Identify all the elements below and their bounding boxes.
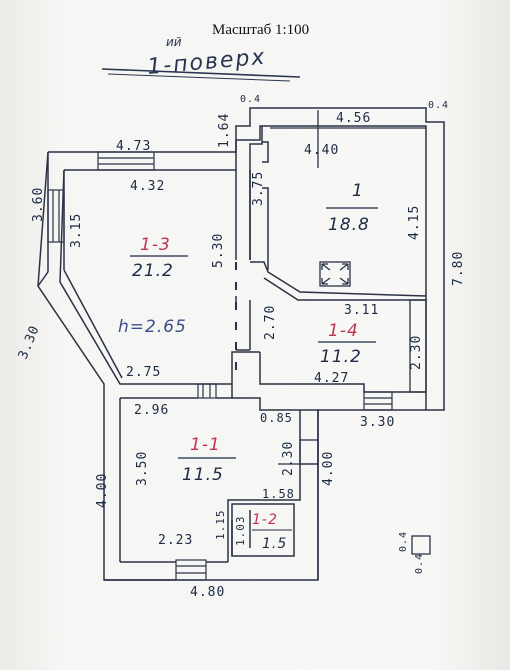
dim-4-00-left: 4.00 (95, 473, 110, 508)
dim-7-80: 7.80 (451, 251, 466, 286)
room-1-2-number: 1-2 (252, 512, 278, 528)
interior-walls (104, 126, 427, 581)
dim-0-4-right: 0.4 (428, 100, 449, 111)
dim-4-00-right: 4.00 (321, 451, 336, 486)
legend-square (411, 535, 431, 555)
dim-1-15: 1.15 (214, 510, 227, 541)
dim-1-03: 1.03 (234, 516, 247, 547)
dim-1-64: 1.64 (217, 113, 232, 148)
wall-details (270, 110, 427, 465)
room-1-1-number: 1-1 (190, 435, 221, 455)
dim-3-30-bottom: 3.30 (360, 415, 395, 430)
dim-4-32: 4.32 (130, 179, 165, 194)
dim-2-70: 2.70 (263, 305, 278, 340)
dim-2-30-right: 2.30 (409, 335, 424, 370)
dim-4-73: 4.73 (116, 139, 151, 154)
dim-2-96: 2.96 (134, 403, 169, 418)
dim-0-85: 0.85 (260, 411, 293, 425)
dim-5-30: 5.30 (211, 233, 226, 268)
dim-1-58: 1.58 (262, 487, 295, 501)
floor-label-underline-2 (107, 73, 291, 82)
legend-dim-b: 0.4 (414, 553, 425, 574)
room-1-area: 18.8 (328, 215, 370, 235)
room-1-4-area: 11.2 (320, 347, 362, 367)
dim-2-75: 2.75 (126, 365, 161, 380)
room-1-number: 1 (352, 181, 364, 201)
room-1-1-area: 11.5 (182, 465, 224, 485)
legend-dim-a: 0.4 (398, 531, 409, 552)
scale-title: Масштаб 1:100 (212, 22, 309, 38)
dim-4-80: 4.80 (190, 585, 225, 600)
diagonal-walls (37, 152, 123, 379)
dim-4-27: 4.27 (314, 371, 349, 386)
room-1-3-number: 1-3 (140, 235, 171, 255)
ventilation-symbol (319, 261, 351, 287)
dim-3-15-left: 3.15 (69, 213, 84, 248)
outer-walls (37, 107, 445, 581)
dim-2-23: 2.23 (158, 533, 193, 548)
floor-label-superscript: ий (166, 35, 182, 49)
dim-4-56: 4.56 (336, 111, 371, 126)
windows (47, 151, 393, 581)
dim-4-40: 4.40 (304, 143, 339, 158)
floor-label-underline (101, 68, 301, 78)
dim-2-30-mid: 2.30 (281, 441, 296, 476)
dim-3-11: 3.11 (344, 303, 379, 318)
room-1-3-area: 21.2 (132, 261, 174, 281)
ceiling-height-label: h=2.65 (118, 317, 187, 337)
dim-0-4-top: 0.4 (240, 94, 261, 105)
room-1-2-area: 1.5 (262, 536, 287, 552)
dim-4-15: 4.15 (407, 205, 422, 240)
room-1-4-number: 1-4 (328, 321, 359, 341)
dim-3-75: 3.75 (251, 171, 266, 206)
dim-3-50: 3.50 (135, 451, 150, 486)
dim-3-60: 3.60 (31, 187, 46, 222)
dim-3-30-diagonal: 3.30 (16, 323, 43, 361)
